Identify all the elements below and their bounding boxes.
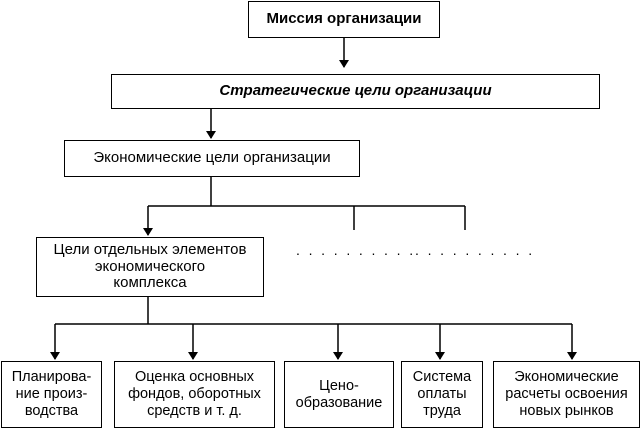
mission-box: Миссия организации xyxy=(248,1,440,38)
leaf-5-line-2: расчеты освоения xyxy=(505,386,628,403)
leaf-3-line-2: образование xyxy=(295,394,383,411)
leaf-3-line-1: Цено- xyxy=(319,377,359,394)
leaf-production-planning: Планирова- ние произ- водства xyxy=(1,361,102,428)
leaf-2-line-3: средств и т. д. xyxy=(147,402,242,419)
ellipsis-left: . . . . . . . . . . xyxy=(296,242,416,258)
leaf-5-line-3: новых рынков xyxy=(519,402,614,419)
element-goals-box: Цели отдельных элементов экономического … xyxy=(36,237,264,297)
leaf-2-line-1: Оценка основных xyxy=(134,369,255,386)
element-goals-line-3: комплекса xyxy=(113,274,187,292)
leaf-payment-system: Система оплаты труда xyxy=(401,361,483,428)
leaf-4-line-1: Система xyxy=(412,369,472,386)
leaf-2-line-2: фондов, оборотных xyxy=(128,386,261,403)
leaf-4-line-2: оплаты xyxy=(417,386,467,403)
element-goals-line-1: Цели отдельных элементов xyxy=(53,240,247,258)
leaf-5-line-1: Экономические xyxy=(514,369,619,386)
leaf-1-line-2: ние произ- xyxy=(15,386,88,403)
leaf-4-line-3: труда xyxy=(423,402,461,419)
ellipsis-right: . . . . . . . . . . xyxy=(415,242,535,258)
leaf-new-markets: Экономические расчеты освоения новых рын… xyxy=(493,361,640,428)
leaf-1-line-1: Планирова- xyxy=(11,369,92,386)
strategic-goals-box: Стратегические цели организации xyxy=(111,74,600,109)
leaf-asset-valuation: Оценка основных фондов, оборотных средст… xyxy=(114,361,275,428)
economic-goals-box: Экономические цели организации xyxy=(64,140,360,177)
economic-goals-label: Экономические цели организации xyxy=(93,149,331,167)
strategic-goals-label: Стратегические цели организации xyxy=(219,82,492,100)
leaf-1-line-3: водства xyxy=(24,402,79,419)
leaf-pricing: Цено- образование xyxy=(284,361,394,428)
element-goals-line-2: экономического xyxy=(94,257,206,275)
mission-label: Миссия организации xyxy=(266,10,422,28)
